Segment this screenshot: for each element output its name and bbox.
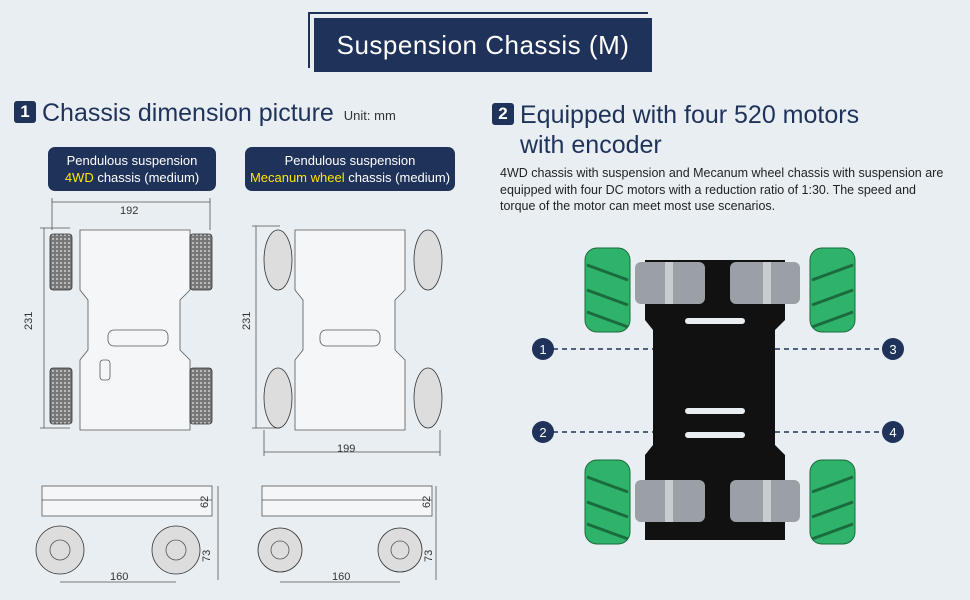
motor-bottom-right [730, 480, 800, 522]
label-4wd-line1: Pendulous suspension [66, 153, 198, 168]
callout-3-label: 3 [889, 342, 896, 357]
label-mecanum-chassis: Pendulous suspension Mecanum wheel chass… [245, 147, 455, 191]
motor-chassis-illustration: 1 2 3 4 [532, 247, 904, 545]
label-4wd-line2: 4WD chassis (medium) [48, 169, 216, 186]
label-4wd-highlight: 4WD [64, 170, 94, 185]
motor-top-right [730, 262, 800, 304]
dim-length-4wd: 231 [23, 312, 35, 330]
motor-bottom-left [635, 480, 705, 522]
callout-1-label: 1 [539, 342, 546, 357]
dim-height-mecanum: 62 [421, 496, 433, 508]
label-4wd-rest: chassis (medium) [93, 170, 200, 185]
label-mecanum-line2: Mecanum wheel chassis (medium) [245, 169, 455, 186]
section2-heading: 2 Equipped with four 520 motors with enc… [492, 100, 859, 160]
section1-heading: 1 Chassis dimension picture Unit: mm [14, 98, 396, 128]
callout-4-label: 4 [889, 425, 896, 440]
dim-base-mecanum: 160 [332, 571, 350, 583]
dim-width-4wd: 192 [120, 205, 138, 217]
callout-2-label: 2 [539, 425, 546, 440]
section1-number-badge: 1 [14, 101, 36, 123]
page-title-banner: Suspension Chassis (M) [314, 18, 652, 72]
section2-number-badge: 2 [492, 103, 514, 125]
section2-title-line1: Equipped with four 520 motors [520, 101, 860, 129]
label-mecanum-line1: Pendulous suspension [284, 153, 416, 168]
section2-title-wrap: Equipped with four 520 motors with encod… [520, 100, 859, 160]
dim-wheel-height-4wd: 73 [201, 550, 213, 562]
dim-width-mecanum: 199 [337, 443, 355, 455]
motor-top-left [635, 262, 705, 304]
label-mecanum-rest: chassis (medium) [344, 170, 451, 185]
dimension-drawings: 192 231 231 199 62 73 160 62 73 160 [23, 198, 443, 583]
chassis-4wd-top-view [40, 198, 213, 431]
chassis-mecanum-top-view [252, 225, 443, 456]
chassis-4wd-side-view [35, 485, 219, 583]
dim-wheel-height-mecanum: 73 [423, 550, 435, 562]
callout-2: 2 [532, 421, 554, 443]
callout-1: 1 [532, 338, 554, 360]
section2-description: 4WD chassis with suspension and Mecanum … [500, 166, 944, 213]
label-mecanum-highlight: Mecanum wheel [249, 170, 345, 185]
dim-length-mecanum: 231 [241, 312, 253, 330]
chassis-mecanum-side-view [257, 485, 437, 583]
callout-4: 4 [882, 421, 904, 443]
label-4wd-chassis: Pendulous suspension 4WD chassis (medium… [48, 147, 216, 191]
dim-height-4wd: 62 [199, 496, 211, 508]
section2-title-line2: with encoder [520, 131, 662, 159]
chassis-plate [645, 260, 785, 540]
unit-label: Unit: mm [343, 108, 396, 123]
page-title: Suspension Chassis (M) [336, 29, 630, 60]
callout-3: 3 [882, 338, 904, 360]
dim-base-4wd: 160 [110, 571, 128, 583]
section1-title: Chassis dimension picture [42, 99, 334, 127]
